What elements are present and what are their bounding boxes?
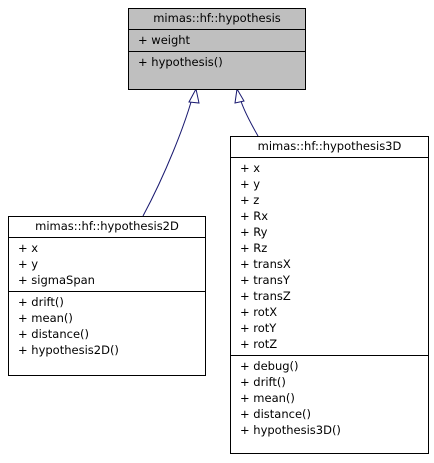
class-title: mimas::hf::hypothesis3D [231, 137, 428, 158]
class-title: mimas::hf::hypothesis [129, 9, 305, 30]
inheritance-arrowhead-2d [188, 87, 200, 104]
attribute-item: + weight [138, 33, 191, 47]
inheritance-link-2d [142, 94, 194, 217]
attribute-list: + weight [129, 30, 305, 51]
attribute-item: + y [18, 257, 39, 271]
attribute-item: + Rx [240, 209, 269, 223]
attribute-item: + x [18, 241, 39, 255]
attribute-list: + x + y + z + Rx + Ry + Rz + transX + tr… [231, 158, 428, 355]
class-title: mimas::hf::hypothesis2D [9, 217, 205, 238]
attribute-item: + rotX [240, 305, 278, 319]
attribute-list: + x + y + sigmaSpan [9, 238, 205, 291]
method-list: + debug() + drift() + mean() + distance(… [231, 355, 428, 441]
method-item: + hypothesis() [138, 55, 223, 69]
attribute-item: + transY [240, 273, 290, 287]
method-item: + hypothesis3D() [240, 423, 341, 437]
class-hypothesis2D[interactable]: mimas::hf::hypothesis2D + x + y + sigmaS… [8, 216, 206, 376]
method-item: + hypothesis2D() [18, 343, 119, 357]
inheritance-link-3d [239, 97, 259, 137]
attribute-item: + rotZ [240, 337, 278, 351]
attribute-item: + transZ [240, 289, 291, 303]
method-list: + hypothesis() [129, 51, 305, 73]
method-item: + distance() [18, 327, 89, 341]
method-item: + mean() [240, 391, 295, 405]
method-item: + drift() [240, 375, 286, 389]
method-list: + drift() + mean() + distance() + hypoth… [9, 291, 205, 361]
attribute-item: + y [240, 177, 261, 191]
attribute-item: + Ry [240, 225, 268, 239]
class-hypothesis[interactable]: mimas::hf::hypothesis + weight + hypothe… [128, 8, 306, 90]
method-item: + debug() [240, 359, 299, 373]
attribute-item: + transX [240, 257, 291, 271]
attribute-item: + rotY [240, 321, 277, 335]
attribute-item: + Rz [240, 241, 268, 255]
method-item: + distance() [240, 407, 311, 421]
method-item: + drift() [18, 295, 64, 309]
method-item: + mean() [18, 311, 73, 325]
attribute-item: + z [240, 193, 260, 207]
class-hypothesis3D[interactable]: mimas::hf::hypothesis3D + x + y + z + Rx… [230, 136, 429, 454]
inheritance-arrowhead-3d [234, 87, 245, 104]
attribute-item: + sigmaSpan [18, 273, 95, 287]
attribute-item: + x [240, 161, 261, 175]
